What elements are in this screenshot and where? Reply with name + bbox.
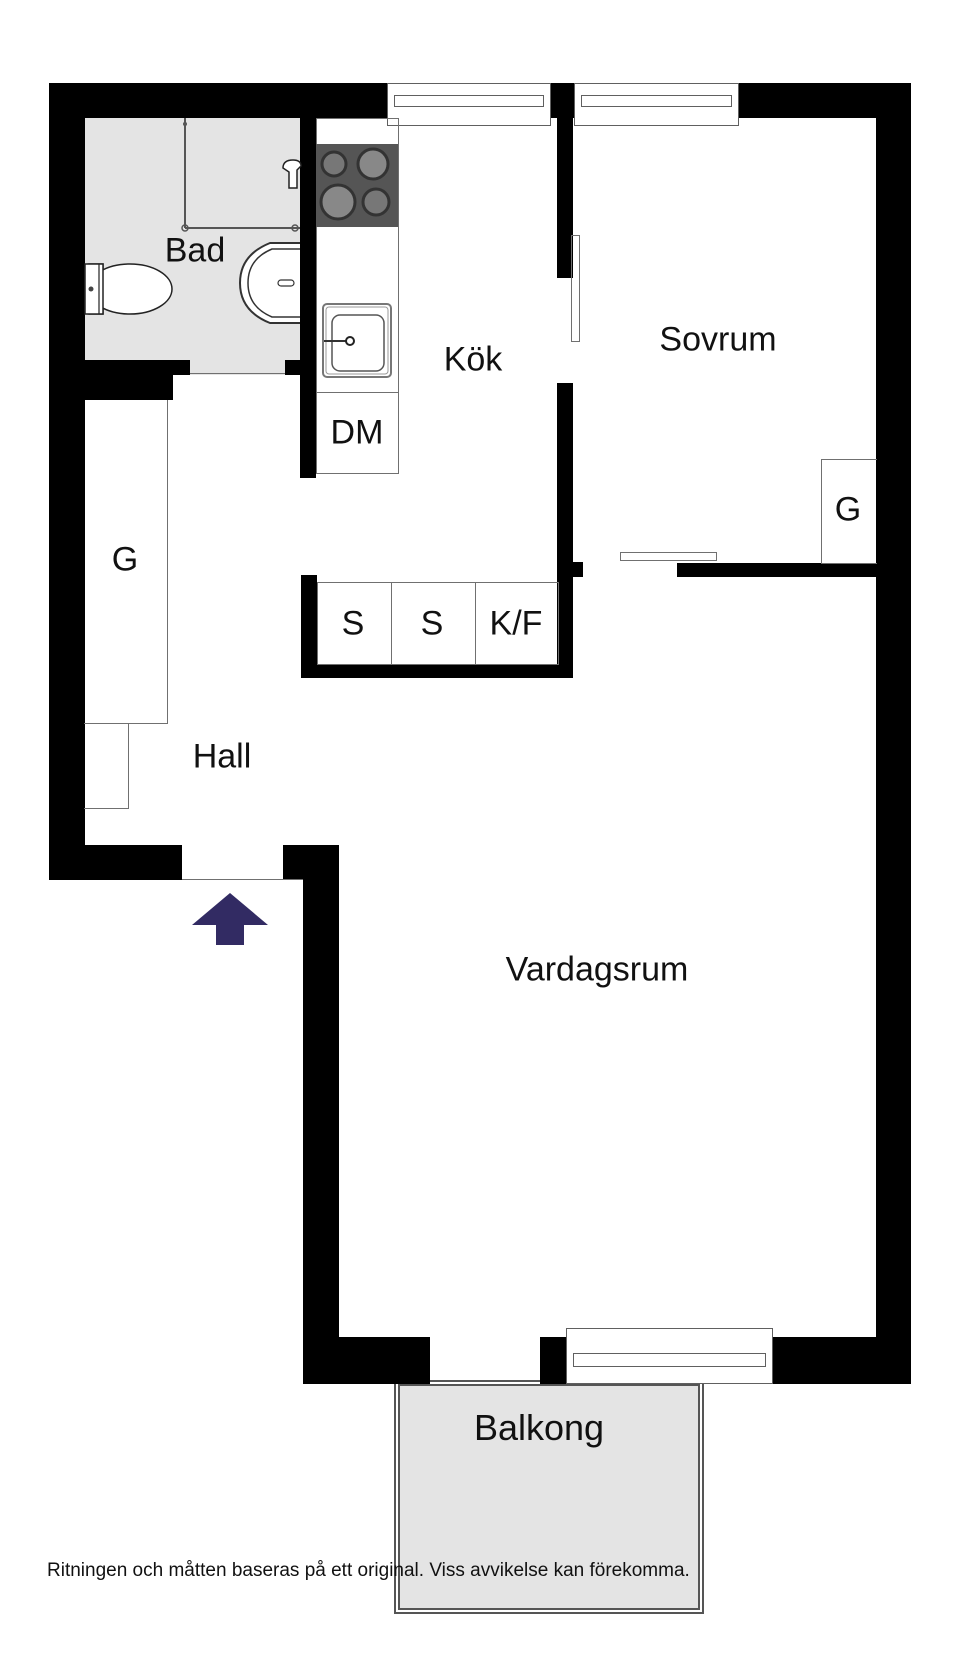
wall-bottom-left-lower — [303, 1337, 430, 1384]
sliding-door-bedroom — [571, 235, 580, 342]
wall-bottom-right — [773, 1337, 911, 1384]
toilet-icon — [84, 263, 173, 315]
shower-icon — [181, 118, 302, 232]
wall-bottom-left-inner — [339, 1320, 430, 1337]
cabinet-2-label: S — [420, 604, 444, 643]
wall-kitchen-bedroom-upper — [557, 118, 573, 278]
hall-shelf — [84, 723, 129, 809]
hall-wardrobe-label: G — [111, 540, 139, 579]
window-kitchen — [387, 83, 551, 126]
wall-bath-kitchen — [300, 118, 316, 478]
wall-bath-bottom — [85, 360, 190, 375]
wall-right — [876, 83, 911, 1384]
washbasin-icon — [238, 242, 300, 324]
wall-living-left — [303, 845, 339, 1384]
balcony-floor — [396, 1382, 702, 1612]
wall-window-mullion — [551, 83, 574, 118]
window-bedroom — [574, 83, 739, 126]
bedroom-wardrobe-label: G — [834, 490, 862, 529]
entrance-arrow-icon — [192, 893, 268, 945]
fridge-freezer-label: K/F — [489, 604, 543, 643]
dishwasher-box — [316, 392, 399, 474]
window-living — [566, 1328, 773, 1384]
room-label-bad: Bad — [164, 231, 226, 270]
wall-nub — [573, 562, 583, 577]
stove-icon — [316, 144, 398, 227]
room-label-hall: Hall — [192, 737, 252, 776]
wall-cabinets-left — [301, 575, 317, 678]
disclaimer-text: Ritningen och måtten baseras på ett orig… — [47, 1560, 690, 1581]
wall-cabinets-bottom — [301, 664, 573, 678]
wall-kitchen-bedroom-lower — [557, 383, 573, 678]
dishwasher-label: DM — [330, 413, 384, 452]
room-label-vardagsrum: Vardagsrum — [505, 950, 689, 989]
fridge-freezer — [475, 582, 559, 665]
entrance-door-line — [182, 879, 303, 881]
kitchen-sink-icon — [322, 303, 392, 378]
room-label-kok: Kök — [443, 340, 503, 379]
wall-bedroom-bottom — [677, 563, 876, 577]
room-label-sovrum: Sovrum — [659, 320, 777, 359]
bedroom-wardrobe — [821, 459, 877, 564]
cabinet-1-label: S — [341, 604, 365, 643]
bath-door-line — [190, 373, 285, 375]
sliding-door-living — [620, 552, 717, 561]
wall-bath-bottom-lower — [85, 375, 173, 400]
wall-bath-stub — [285, 360, 300, 375]
wall-left — [49, 83, 85, 880]
wall-hall-bottom-left — [49, 845, 182, 880]
room-label-balkong: Balkong — [473, 1407, 605, 1448]
wall-bottom-mid-stub — [540, 1337, 566, 1384]
